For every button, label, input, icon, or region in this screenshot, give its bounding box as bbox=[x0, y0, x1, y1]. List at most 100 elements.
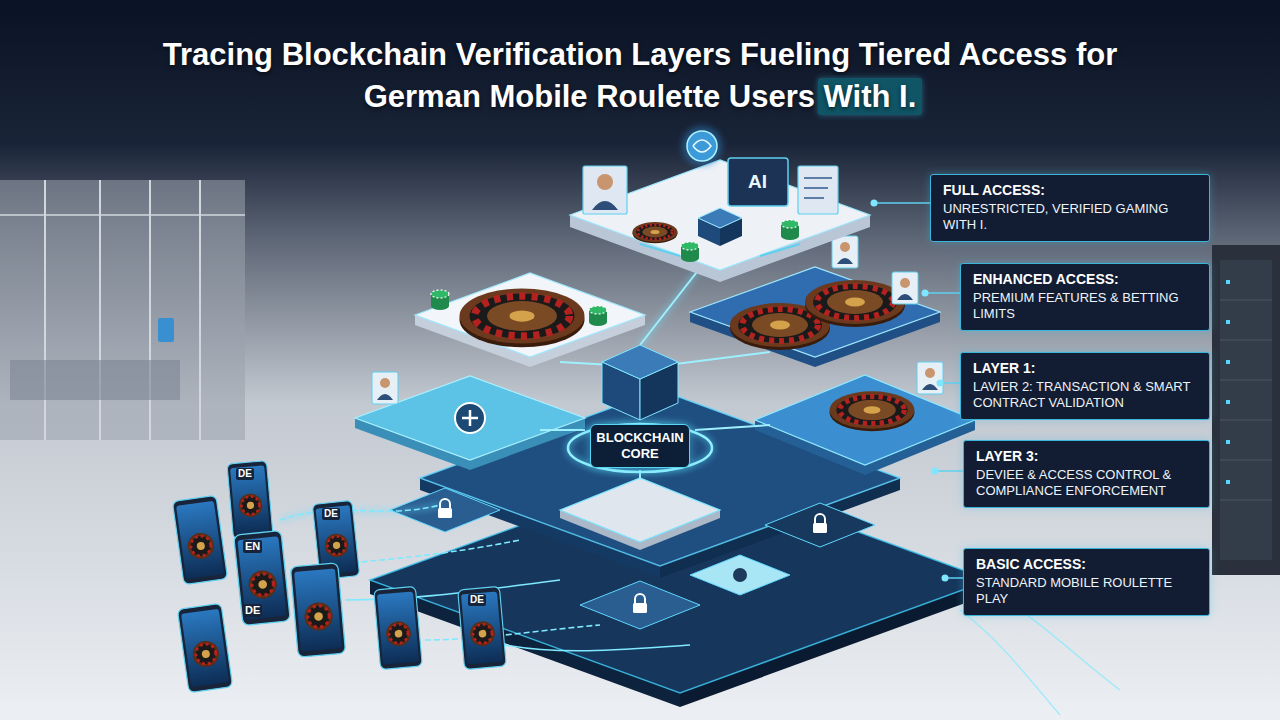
lock-tiles bbox=[813, 514, 827, 533]
left-mid-tile bbox=[455, 403, 485, 433]
tier-callout: LAYER 1:LAVIER 2: TRANSACTION & SMART CO… bbox=[960, 352, 1210, 420]
top-platform bbox=[698, 208, 742, 228]
server-racks-right bbox=[1226, 440, 1230, 444]
left-upper-platform bbox=[589, 306, 607, 326]
core-cube bbox=[602, 345, 678, 379]
server-racks-right bbox=[1220, 340, 1272, 341]
core-glow bbox=[568, 424, 712, 472]
server-room-left bbox=[149, 180, 151, 440]
leader-line bbox=[942, 575, 949, 582]
top-platform bbox=[760, 244, 800, 256]
flow-lines bbox=[425, 625, 600, 640]
server-racks-right bbox=[1220, 260, 1272, 560]
phone-label: EN bbox=[243, 540, 262, 553]
phones bbox=[374, 586, 423, 669]
tier-callout: ENHANCED ACCESS: PREMIUM FEATURES & BETTI… bbox=[960, 263, 1210, 331]
lock-tiles bbox=[438, 499, 452, 518]
top-platform bbox=[798, 166, 838, 214]
top-platform bbox=[597, 174, 613, 190]
phones bbox=[177, 603, 232, 692]
right-mid-tile bbox=[755, 362, 975, 475]
left-mid-tile bbox=[462, 410, 478, 426]
center-tile bbox=[560, 478, 720, 550]
server-room-left bbox=[199, 180, 201, 440]
leader-line bbox=[925, 292, 965, 294]
top-platform bbox=[570, 160, 870, 270]
phone-label: DE bbox=[468, 594, 486, 606]
top-platform bbox=[781, 220, 799, 240]
top-platform bbox=[693, 140, 711, 152]
left-upper-platform bbox=[415, 273, 645, 357]
top-platform bbox=[570, 126, 870, 282]
callout-body: PREMIUM FEATURES & BETTING LIMITS bbox=[973, 290, 1199, 322]
flow-lines bbox=[505, 645, 690, 651]
leader-line bbox=[871, 200, 878, 207]
flow-lines bbox=[960, 610, 1060, 715]
leader-line bbox=[932, 468, 939, 475]
callout-body: STANDARD MOBILE ROULETTE PLAY bbox=[976, 575, 1199, 607]
core-glow bbox=[668, 352, 770, 365]
callout-body: DEVIEE & ACCESS CONTROL & COMPLIANCE ENF… bbox=[976, 467, 1199, 499]
top-platform bbox=[640, 244, 680, 256]
server-racks-right bbox=[1226, 280, 1230, 284]
callout-heading: BASIC ACCESS: bbox=[976, 556, 1199, 573]
top-platform bbox=[804, 197, 824, 199]
left-upper-platform bbox=[431, 290, 449, 310]
callout-heading: FULL ACCESS: bbox=[943, 182, 1199, 199]
leader-line bbox=[874, 202, 930, 204]
callout-body: UNRESTRICTED, VERIFIED GAMING WITH I. bbox=[943, 201, 1199, 233]
server-racks-right bbox=[1220, 420, 1272, 421]
tier-callout: BASIC ACCESS: STANDARD MOBILE ROULETTE PL… bbox=[963, 548, 1210, 616]
phones bbox=[172, 495, 227, 584]
screen-label: AI bbox=[746, 170, 769, 193]
server-racks-right bbox=[1220, 300, 1272, 301]
top-platform bbox=[681, 242, 699, 262]
top-platform bbox=[583, 166, 627, 214]
server-racks-right bbox=[1220, 460, 1272, 461]
server-racks-right bbox=[1226, 400, 1230, 404]
diagram-title: Tracing Blockchain Verification Layers F… bbox=[100, 34, 1180, 118]
phones bbox=[290, 563, 345, 658]
callout-heading: ENHANCED ACCESS: bbox=[973, 271, 1199, 288]
server-racks-right bbox=[1212, 245, 1280, 575]
center-tile bbox=[560, 478, 720, 542]
top-platform bbox=[633, 222, 678, 243]
left-mid-tile bbox=[372, 372, 398, 404]
phones bbox=[234, 530, 291, 625]
server-room-left bbox=[0, 180, 245, 440]
base-slab bbox=[370, 467, 990, 707]
core-glow bbox=[568, 424, 712, 472]
core-cube bbox=[602, 345, 678, 420]
top-platform bbox=[804, 177, 832, 179]
server-racks-right bbox=[1226, 360, 1230, 364]
right-upper-platform bbox=[805, 280, 905, 327]
core-glow bbox=[640, 268, 700, 345]
right-upper-platform bbox=[892, 272, 918, 304]
flow-lines bbox=[280, 505, 440, 520]
right-upper-platform bbox=[690, 267, 940, 357]
lock-tiles bbox=[690, 555, 790, 595]
core-glow bbox=[640, 268, 700, 345]
tier-callout: FULL ACCESS: UNRESTRICTED, VERIFIED GAMIN… bbox=[930, 174, 1210, 242]
server-room-left bbox=[0, 214, 245, 216]
phone-label: DE bbox=[322, 508, 340, 520]
server-room-left bbox=[99, 180, 101, 440]
phones bbox=[458, 586, 507, 669]
lock-tiles bbox=[580, 581, 700, 629]
callout-heading: LAYER 3: bbox=[976, 448, 1199, 465]
lock-tiles bbox=[633, 594, 647, 613]
server-racks-right bbox=[1220, 380, 1272, 381]
server-racks-right bbox=[1220, 500, 1272, 501]
core-glow bbox=[695, 425, 770, 430]
phone-label: DE bbox=[243, 604, 262, 617]
phones bbox=[172, 461, 506, 693]
top-platform bbox=[728, 158, 788, 206]
right-mid-tile bbox=[917, 362, 943, 394]
flow-lines bbox=[280, 505, 440, 520]
left-mid-tile bbox=[355, 372, 585, 470]
server-racks-right bbox=[1226, 480, 1230, 484]
top-platform bbox=[592, 201, 618, 210]
top-platform bbox=[804, 187, 828, 189]
